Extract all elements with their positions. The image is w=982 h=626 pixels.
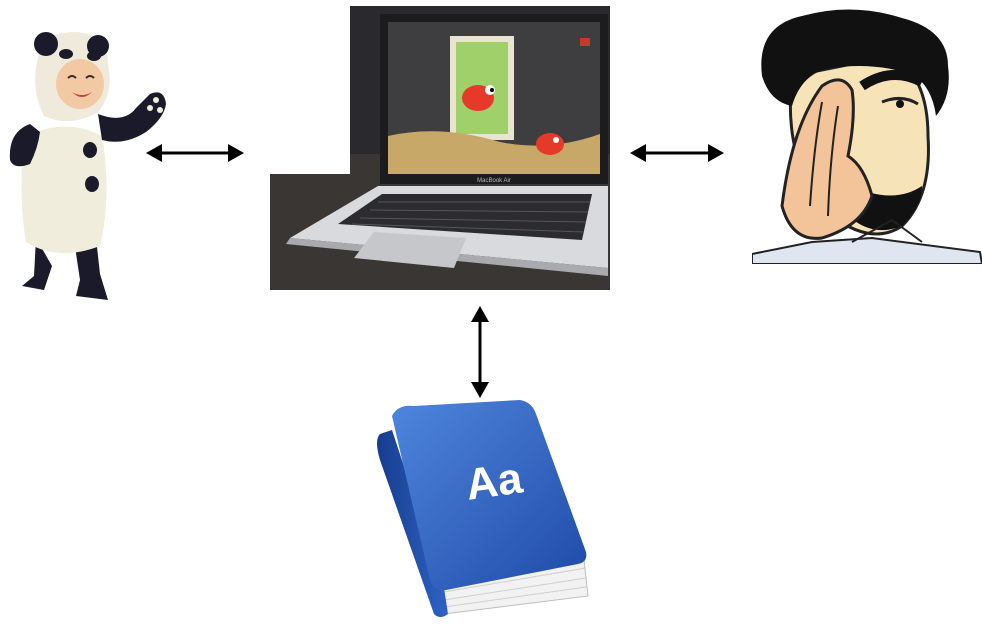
cartoon-man-illustration	[752, 9, 982, 264]
double-arrow-laptop-cartoon	[628, 140, 726, 166]
laptop-brand-label: MacBook Air	[477, 178, 511, 184]
book-cover-label: Aa	[463, 453, 526, 509]
laptop-illustration: MacBook Air	[270, 6, 610, 290]
vertical-double-arrow-icon	[471, 306, 489, 398]
horizontal-double-arrow-icon	[146, 144, 244, 162]
dictionary-book-icon: Aa	[377, 400, 589, 617]
cartoon-man-image	[752, 6, 982, 264]
horizontal-double-arrow-icon	[630, 144, 724, 162]
baby-panda-costume-image	[4, 28, 176, 302]
baby-panda-illustration	[9, 32, 166, 300]
double-arrow-laptop-book	[466, 304, 494, 400]
dictionary-book-image: Aa	[374, 400, 596, 618]
laptop-image: MacBook Air	[270, 6, 610, 290]
double-arrow-baby-laptop	[144, 140, 246, 166]
